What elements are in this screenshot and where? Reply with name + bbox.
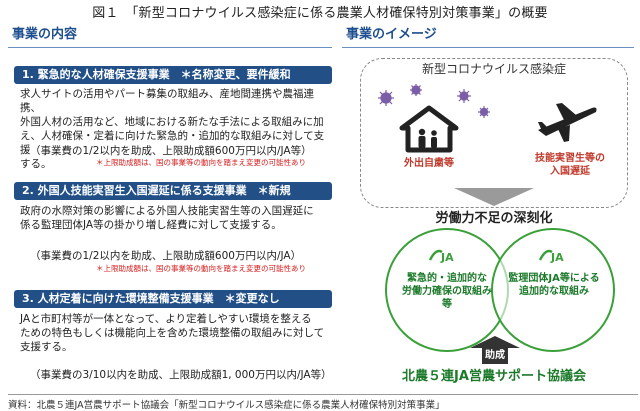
icon-right-caption-line: 技能実習生等の [535, 153, 605, 164]
icon-right-caption-line: 入国遅延 [550, 166, 590, 177]
item-2-line: 係る監理団体JA等の掛かり増し経費に対して支援する。 [20, 219, 282, 231]
virus-cluster-icon [457, 89, 490, 118]
item-1-line: 外国人材の活用など、地域における新たな手法による取組みに加 [20, 116, 324, 128]
ja-logo-text: JA [550, 251, 564, 264]
virus-cluster-icon [378, 84, 422, 106]
item-2-desc: 政府の水際対策の影響による外国人技能実習生等の入国遅延に 係る監理団体JA等の掛… [20, 204, 332, 232]
circle-right-line: 監理団体JA等による [508, 273, 600, 284]
ja-logo-icon: JA [538, 249, 564, 264]
item-3-desc: JAと市町村等が一体となって、より定着しやすい環境を整える ための特色もしくは機… [20, 312, 332, 354]
item-3-line: 支援する。 [20, 341, 73, 353]
icon-right-caption: 技能実習生等の 入国遅延 [522, 152, 618, 178]
item-2-line: 政府の水際対策の影響による外国人技能実習生等の入国遅延に [20, 205, 314, 217]
circle-right-text: 監理団体JA等による 追加的な取組み [493, 272, 615, 298]
circle-left-line: 労働力確保の取組み [402, 286, 492, 297]
icon-left-caption: 外出自粛等 [404, 158, 454, 169]
circle-left-line: 等 [442, 299, 452, 310]
support-label: 助成 [485, 350, 505, 361]
item-3-line: ための特色もしくは機能向上を含めた環境整備の取組みに対して [20, 327, 325, 339]
section-heading-content: 事業の内容 [8, 24, 332, 48]
figure-title: 図１ 「新型コロナウイルス感染症に係る農業人材確保特別対策事業」の概要 [92, 6, 548, 21]
item-1-title: 1. 緊急的な人材確保支援事業 ＊名称変更、要件緩和 [14, 66, 332, 84]
circle-left [385, 228, 509, 352]
corona-dashed-box [360, 58, 628, 208]
corona-label: 新型コロナウイルス感染症 [421, 62, 566, 76]
circle-right [491, 228, 615, 352]
item-2-title: 2. 外国人技能実習生入国遅延に係る支援事業 ＊新規 [14, 182, 332, 200]
item-3-cost: （事業費の3/10以内を助成、上限助成額1, 000万円以内/JA等） [30, 369, 332, 381]
down-arrow [454, 188, 534, 206]
item-2-cost: （事業費の1/2以内を助成、上限助成額600万円以内/JA） [30, 250, 302, 262]
item-1-cost: （事業費の1/2以内を助成、上限助成額600万円以内/JA等） [30, 145, 312, 157]
house-family-icon [399, 105, 459, 153]
ja-logo-icon: JA [428, 249, 454, 264]
circle-left-line: 緊急的・追加的な [407, 273, 487, 284]
item-1-line: え、人材確保・定着に向けた緊急的・追加的な取組みに対して支援 [20, 130, 325, 156]
airplane-icon [538, 103, 597, 142]
support-up-arrow [470, 336, 520, 364]
source-note: 資料：北農５連JA営農サポート協議会「新型コロナウイルス感染症に係る農業人材確保… [8, 394, 638, 411]
item-1-note: ＊上限助成額は、国の事業等の動向を踏まえ変更の可能性あり [96, 158, 306, 167]
section-heading-image: 事業のイメージ [342, 24, 634, 48]
circle-left-text: 緊急的・追加的な 労働力確保の取組み 等 [389, 272, 505, 311]
item-3-title: 3. 人材定着に向けた環境整備支援事業 ＊変更なし [14, 290, 332, 308]
item-2-note: ＊上限助成額は、国の事業等の動向を踏まえ変更の可能性あり [96, 264, 306, 273]
labor-shortage-label: 労働力不足の深刻化 [435, 211, 553, 226]
circle-right-line: 追加的な取組み [519, 286, 589, 297]
item-1-line: 求人サイトの活用やパート募集の取組み、産地間連携や農福連携、 [20, 88, 314, 114]
ja-logo-text: JA [440, 251, 454, 264]
item-1-line: する。 [20, 158, 52, 170]
council-name: 北農５連JA営農サポート協議会 [402, 369, 586, 384]
item-1-desc: 求人サイトの活用やパート募集の取組み、産地間連携や農福連携、 外国人材の活用など… [20, 87, 332, 171]
item-3-line: JAと市町村等が一体となって、より定着しやすい環境を整える [20, 313, 312, 325]
